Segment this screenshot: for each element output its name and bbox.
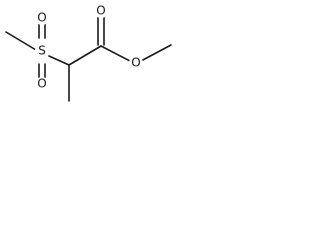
sulfonyl-oxygen-bottom-label: O (37, 77, 46, 91)
bond-alpha-carbon-carbonyl-carbon (68, 45, 102, 66)
ester-oxygen-label: O (131, 56, 140, 70)
sulfur-background (35, 44, 49, 58)
sulfonyl-oxygen-bottom-background (35, 77, 49, 91)
bond-methyl-sulfur (5, 31, 37, 51)
carbonyl-oxygen-background (94, 4, 108, 18)
ester-oxygen-background (129, 56, 143, 70)
molecule-svg: S O O O O (5, 4, 172, 102)
bond-ester-oxygen-methyl (140, 44, 172, 62)
sulfur-label: S (38, 44, 46, 58)
bond-sulfur-alpha-carbon (48, 55, 70, 66)
sulfonyl-oxygen-top-background (35, 11, 49, 25)
structure-diagram: S O O O O (0, 0, 180, 112)
carbonyl-oxygen-label: O (96, 4, 105, 18)
sulfonyl-oxygen-top-label: O (37, 11, 46, 25)
bond-carbonyl-carbon-ester-oxygen (100, 45, 131, 62)
